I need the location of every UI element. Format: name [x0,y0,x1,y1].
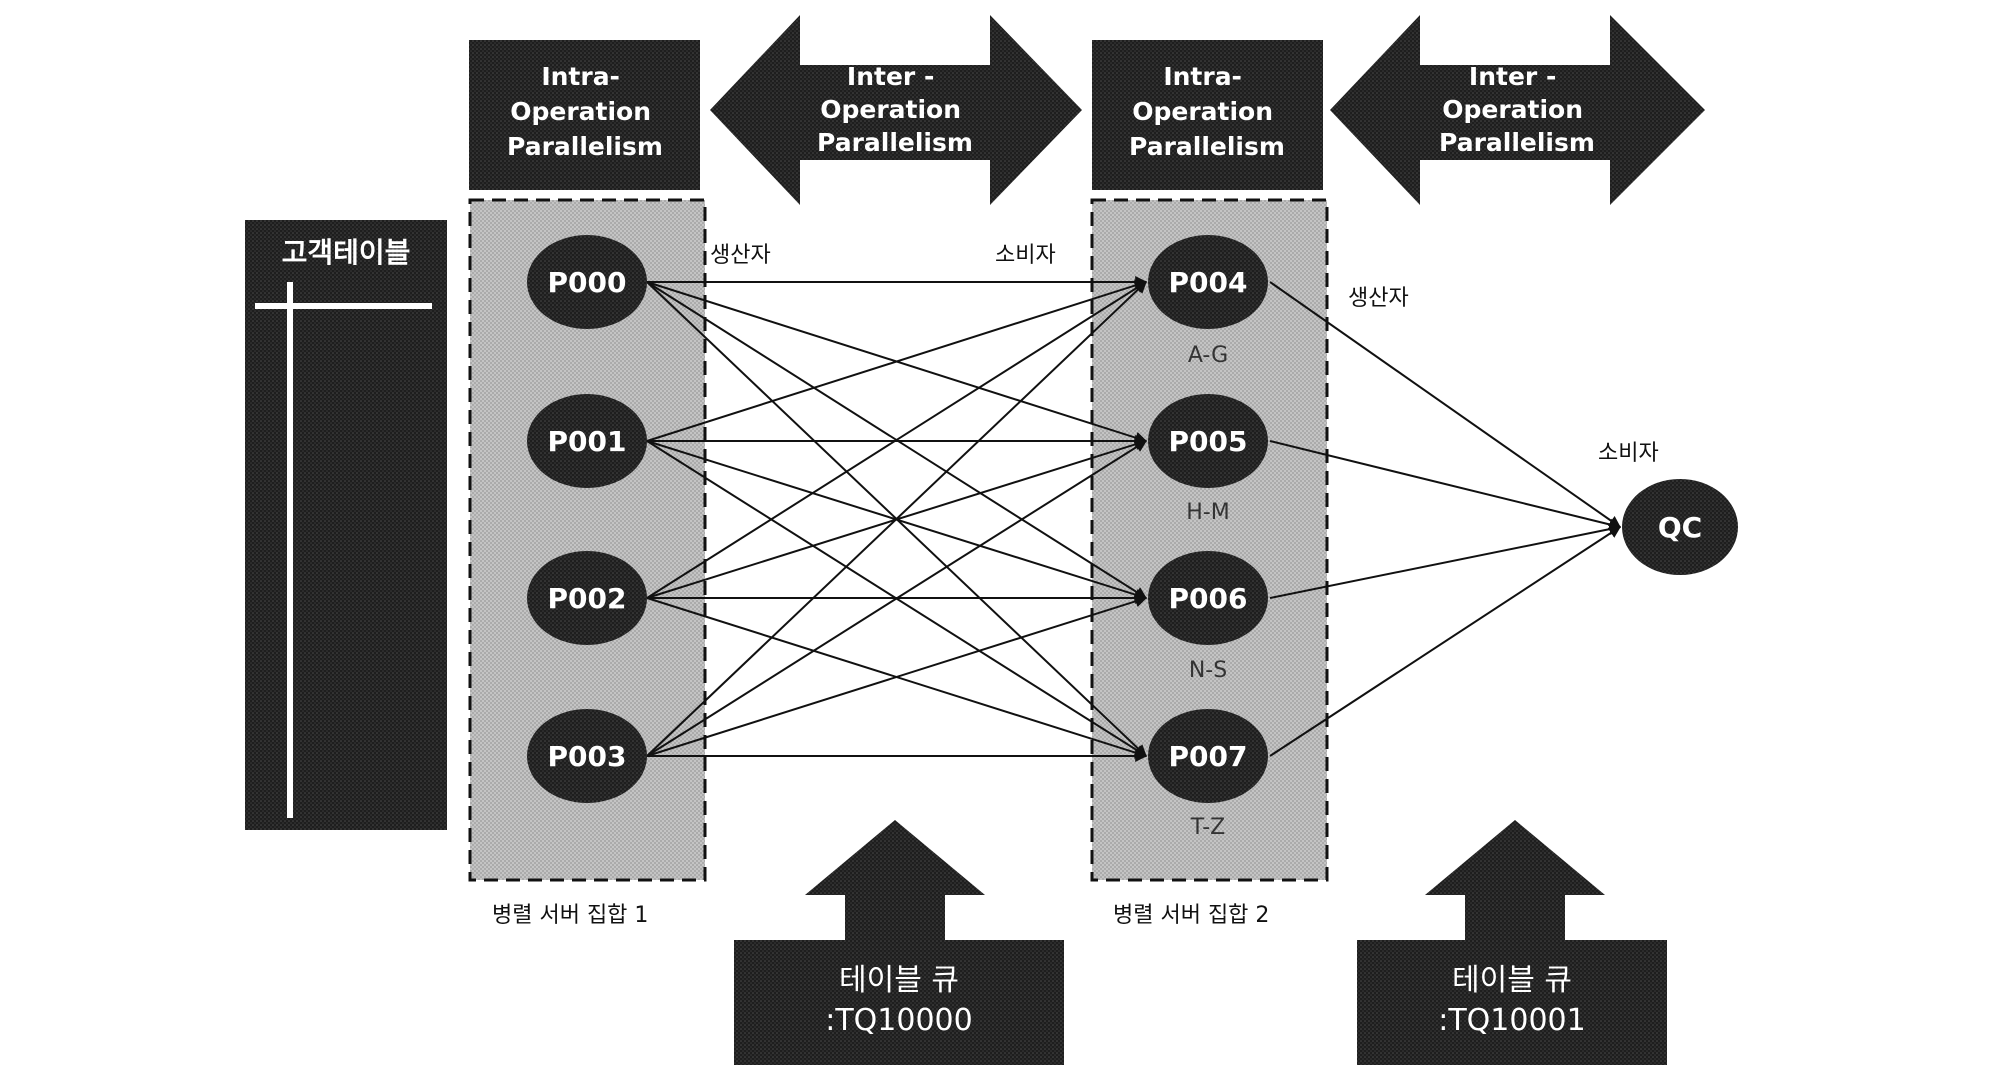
range-label-p004: A-G [1188,343,1228,368]
intra-1-line-3: Parallelism [507,132,663,161]
server-node-p007: P007 T-Z [1148,709,1268,840]
svg-text:Inter - Operation: Inter - Operation Parallelism [817,62,973,157]
server-set-1-caption: 병렬 서버 집합 1 [492,903,648,928]
svg-text:Intra- Operation P: Intra- Operation Parallelism [1129,62,1285,161]
svg-text:Inter - Operation: Inter - Operation Parallelism [1439,62,1595,157]
intra-1-line-2: Operation [510,97,651,126]
inter-operation-arrow-2: Inter - Operation Parallelism [1330,15,1705,205]
intra-operation-box-1: Intra- Operation Parallelism [469,40,700,190]
producer-label-1: 생산자 [710,243,771,268]
node-label-p002: P002 [548,582,627,615]
inter-2-line-3: Parallelism [1439,128,1595,157]
inter-operation-arrow-1: Inter - Operation Parallelism [710,15,1082,205]
inter-1-line-2: Operation [820,95,961,124]
node-label-p003: P003 [548,740,627,773]
server-node-p002: P002 [527,551,647,645]
node-label-p000: P000 [548,266,627,299]
flow-arrow-p004-to-qc [1269,281,1621,528]
range-label-p006: N-S [1189,658,1227,683]
intra-operation-box-2: Intra- Operation Parallelism [1092,40,1323,190]
range-label-p007: T-Z [1190,815,1225,840]
flow-arrow-p005-to-qc [1269,440,1622,531]
flow-arrow-p001-to-p004 [646,279,1148,442]
svg-text:Intra- Operation P: Intra- Operation Parallelism [507,62,663,161]
server-node-p001: P001 [527,394,647,488]
table-queue-1-title: 테이블 큐 [839,963,959,998]
table-queue-2-title: 테이블 큐 [1452,963,1572,998]
customer-table-title: 고객테이블 [282,236,411,269]
server-node-p000: P000 [527,235,647,329]
node-label-p007: P007 [1169,740,1248,773]
consumer-label-1: 소비자 [995,243,1056,268]
intra-2-line-2: Operation [1132,97,1273,126]
query-coordinator-label: QC [1658,511,1702,544]
table-queue-1: 테이블 큐 :TQ10000 [734,820,1064,1065]
server-node-p005: P005 H-M [1148,394,1268,525]
flow-arrow-p003-to-p004 [646,281,1147,757]
producer-label-2: 생산자 [1348,286,1409,311]
inter-2-line-1: Inter - [1469,62,1556,91]
node-label-p001: P001 [548,425,627,458]
query-coordinator-node: QC [1622,479,1738,575]
customer-table: 고객테이블 [245,220,447,830]
flow-arrow-p003-to-p005 [646,440,1148,757]
table-queue-2: 테이블 큐 :TQ10001 [1357,820,1667,1065]
node-label-p006: P006 [1169,582,1248,615]
table-queue-2-id: :TQ10001 [1438,1003,1585,1038]
flow-arrow-p003-to-p006 [646,595,1148,757]
intra-1-line-1: Intra- [541,62,620,91]
server-node-p004: P004 A-G [1148,235,1268,368]
table-queue-1-id: :TQ10000 [825,1003,972,1038]
server-node-p003: P003 [527,709,647,803]
inter-1-line-1: Inter - [847,62,934,91]
flow-arrow-p002-to-p004 [646,281,1148,599]
inter-2-line-2: Operation [1442,95,1583,124]
consumer-label-2: 소비자 [1598,441,1659,466]
flow-arrow-p006-to-qc [1269,523,1622,599]
server-set-2-caption: 병렬 서버 집합 2 [1113,903,1269,928]
inter-1-line-3: Parallelism [817,128,973,157]
flow-arrow-p007-to-qc [1269,526,1622,757]
server-node-p006: P006 N-S [1148,551,1268,683]
node-label-p005: P005 [1169,425,1248,458]
node-label-p004: P004 [1169,266,1248,299]
intra-2-line-1: Intra- [1163,62,1242,91]
range-label-p005: H-M [1186,500,1229,525]
data-flow-arrows [646,276,1622,762]
intra-2-line-3: Parallelism [1129,132,1285,161]
